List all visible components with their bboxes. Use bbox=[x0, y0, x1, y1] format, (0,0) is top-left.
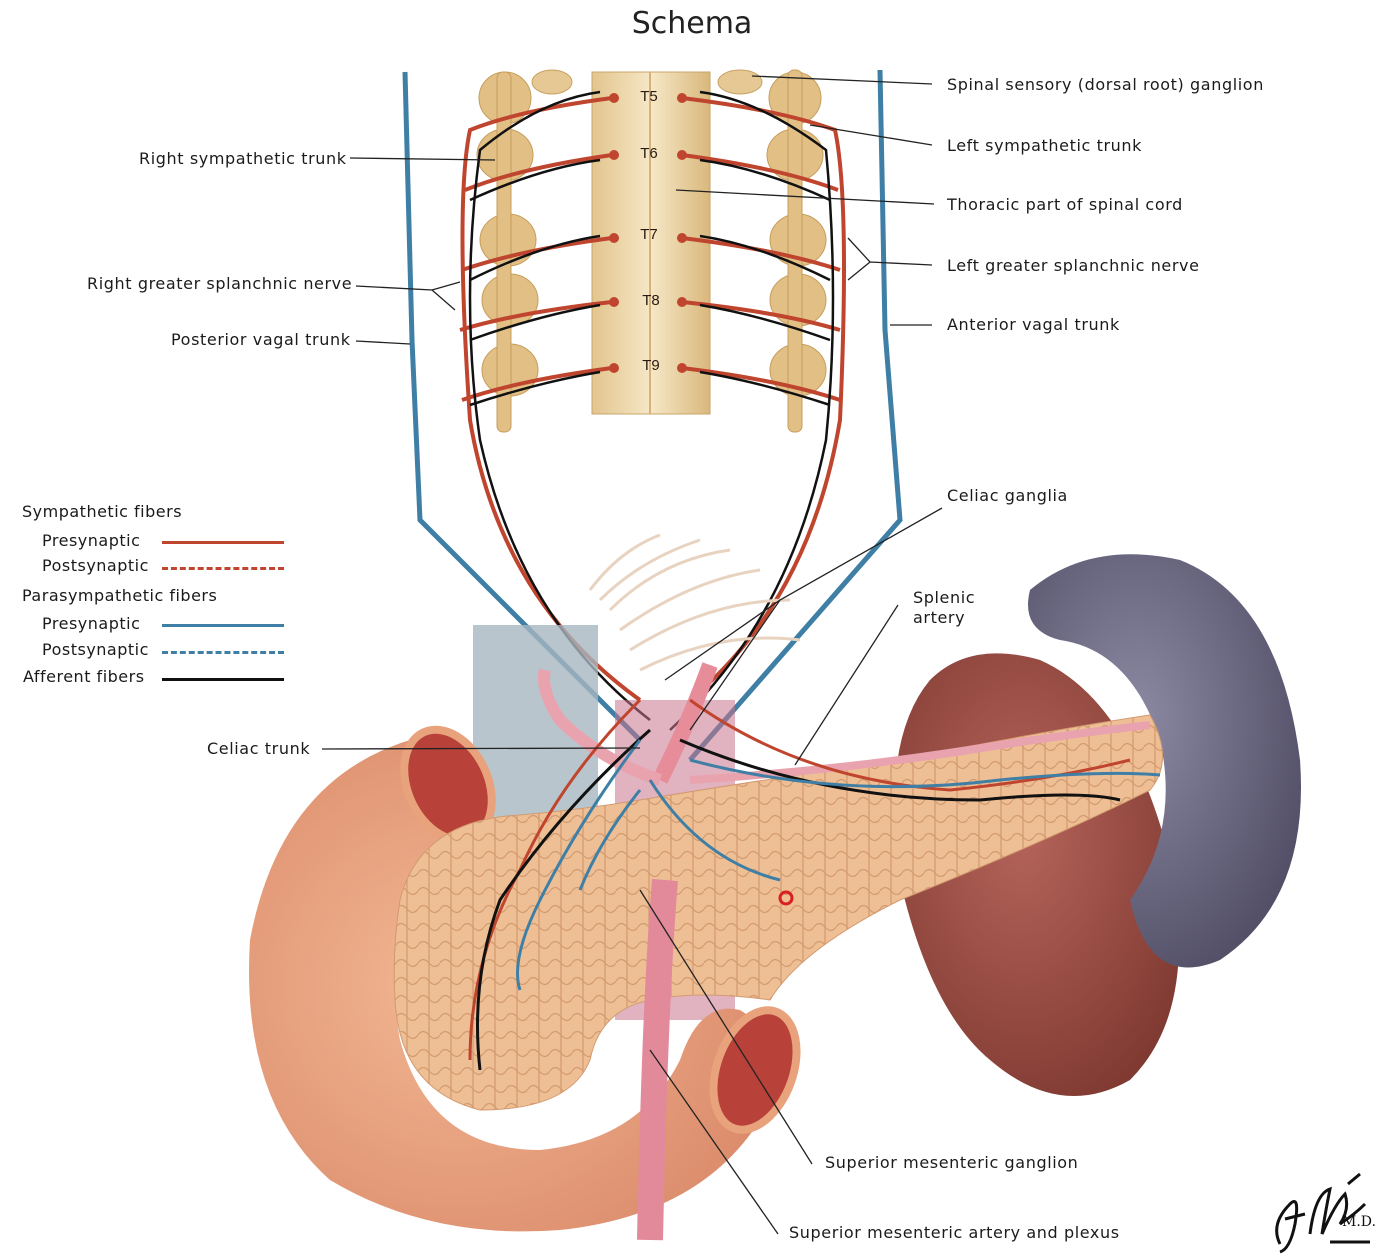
label-celiac-ganglia: Celiac ganglia bbox=[947, 486, 1068, 505]
netter-signature-logo: M.D. bbox=[1275, 1172, 1376, 1254]
afferent-fibers bbox=[468, 90, 835, 731]
segment-label-t6: T6 bbox=[640, 145, 658, 162]
spleen bbox=[1028, 554, 1301, 968]
label-celiac-trunk: Celiac trunk bbox=[207, 739, 311, 758]
hepatic-artery-vessel bbox=[538, 668, 662, 786]
segment-label-t9: T9 bbox=[642, 357, 660, 374]
legend-symp-pre-swatch bbox=[162, 541, 284, 544]
label-left-greater-splanchnic: Left greater splanchnic nerve bbox=[947, 256, 1200, 275]
label-splenic-artery-line1: Splenic bbox=[913, 588, 976, 607]
label-spinal-sensory-ganglion: Spinal sensory (dorsal root) ganglion bbox=[947, 75, 1264, 94]
dorsal-root-ganglia bbox=[531, 69, 763, 95]
svg-text:M.D.: M.D. bbox=[1342, 1214, 1376, 1230]
segment-label-t8: T8 bbox=[642, 292, 660, 309]
legend-para-pre-label: Presynaptic bbox=[42, 614, 141, 633]
legend-sympathetic-heading: Sympathetic fibers bbox=[22, 502, 183, 521]
legend-symp-post-label: Postsynaptic bbox=[42, 556, 149, 575]
legend-para-post-label: Postsynaptic bbox=[42, 640, 149, 659]
label-superior-mesenteric-ganglion: Superior mesenteric ganglion bbox=[825, 1153, 1079, 1172]
segment-label-t5: T5 bbox=[640, 88, 658, 105]
duodenum bbox=[249, 737, 772, 1232]
legend-parasympathetic-heading: Parasympathetic fibers bbox=[22, 586, 218, 605]
legend-afferent-swatch bbox=[162, 678, 284, 681]
label-anterior-vagal-trunk: Anterior vagal trunk bbox=[947, 315, 1120, 334]
legend-symp-post-swatch bbox=[162, 567, 284, 570]
label-thoracic-spinal-cord: Thoracic part of spinal cord bbox=[947, 195, 1183, 214]
label-posterior-vagal-trunk: Posterior vagal trunk bbox=[171, 330, 351, 349]
label-superior-mesenteric-artery: Superior mesenteric artery and plexus bbox=[789, 1223, 1120, 1242]
cursor-marker bbox=[778, 890, 794, 906]
superior-mesenteric-artery bbox=[637, 878, 678, 1241]
diaphragm-crus bbox=[588, 533, 801, 672]
segment-nuclei bbox=[609, 93, 687, 373]
legend-symp-pre-label: Presynaptic bbox=[42, 531, 141, 550]
legend-para-post-swatch bbox=[162, 651, 284, 654]
legend-afferent-label: Afferent fibers bbox=[23, 667, 145, 686]
fiber-legend: Sympathetic fibers Presynaptic Postsynap… bbox=[22, 498, 292, 694]
label-right-greater-splanchnic: Right greater splanchnic nerve bbox=[87, 274, 353, 293]
label-left-sympathetic-trunk: Left sympathetic trunk bbox=[947, 136, 1142, 155]
label-splenic-artery-line2: artery bbox=[913, 608, 966, 627]
segment-label-t7: T7 bbox=[640, 226, 658, 243]
label-right-sympathetic-trunk: Right sympathetic trunk bbox=[139, 149, 347, 168]
celiac-trunk-vessel bbox=[652, 662, 718, 784]
legend-para-pre-swatch bbox=[162, 624, 284, 627]
leader-lines bbox=[321, 75, 943, 1235]
diagram-title: Schema bbox=[631, 6, 753, 41]
pancreas bbox=[393, 714, 1163, 1111]
